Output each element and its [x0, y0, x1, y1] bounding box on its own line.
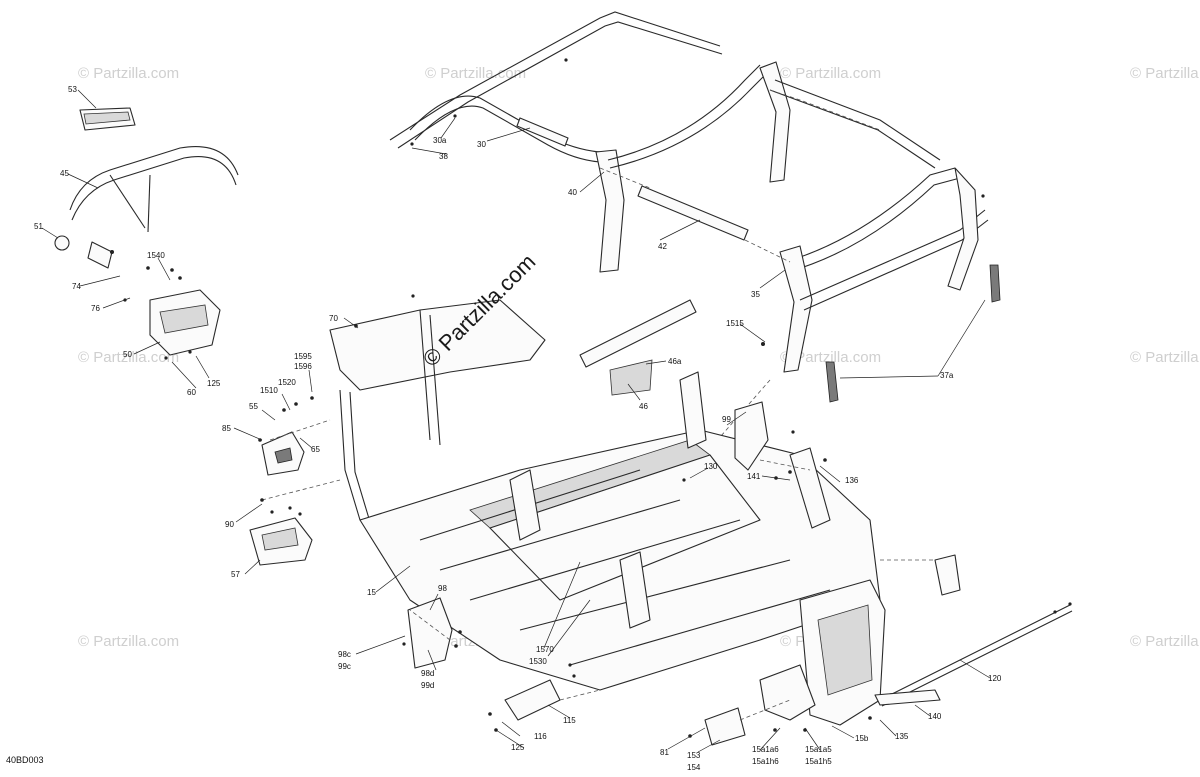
- callout-label: 99c: [338, 662, 351, 671]
- watermark-tile: © Partzilla.com: [78, 65, 179, 82]
- callout-label: 85: [222, 424, 231, 433]
- callout-label: 45: [60, 169, 69, 178]
- callout-labels: 53 45 51 1540 74 76 50 60 125 30a 38 30 …: [34, 85, 1002, 772]
- callout-label: 50: [123, 350, 132, 359]
- callout-label: 46: [639, 402, 648, 411]
- watermark-tile: © Partzilla.com: [425, 65, 526, 82]
- callout-label: 1570: [536, 645, 554, 654]
- callout-label: 1540: [147, 251, 165, 260]
- watermark-tile: © Partzilla.com: [1130, 633, 1200, 650]
- callout-label: 141: [747, 472, 761, 481]
- callout-label: 1596: [294, 362, 312, 371]
- callout-label: 65: [311, 445, 320, 454]
- callout-label: 98d: [421, 669, 434, 678]
- callout-label: 125: [207, 379, 221, 388]
- callout-label: 98c: [338, 650, 351, 659]
- callout-label: 76: [91, 304, 100, 313]
- diagram-code: 40BD003: [6, 755, 44, 765]
- callout-label: 1520: [278, 378, 296, 387]
- watermark-tile: © Partzilla.com: [78, 633, 179, 650]
- callout-label: 57: [231, 570, 240, 579]
- callout-label: 99d: [421, 681, 434, 690]
- engine-mount-57: [249, 517, 313, 566]
- callout-label: 15: [367, 588, 376, 597]
- callout-label: 60: [187, 388, 196, 397]
- callout-label: 15a1a5: [805, 745, 832, 754]
- callout-label: 53: [68, 85, 77, 94]
- callout-label: 37a: [940, 371, 954, 380]
- callout-label: 136: [845, 476, 859, 485]
- callout-label: 125: [511, 743, 525, 752]
- callout-label: 1530: [529, 657, 547, 666]
- callout-label: 140: [928, 712, 942, 721]
- fasteners: [110, 58, 1072, 738]
- callout-label: 40: [568, 188, 577, 197]
- callout-label: 70: [329, 314, 338, 323]
- callout-label: 135: [895, 732, 909, 741]
- front-bumper-assembly: [54, 107, 239, 269]
- callout-label: 15a1h5: [805, 757, 832, 766]
- callout-label: 116: [534, 732, 547, 741]
- callout-label: 74: [72, 282, 81, 291]
- callout-label: 90: [225, 520, 234, 529]
- watermark-tile: © Partzilla.com: [780, 349, 881, 366]
- front-bracket-50: [149, 289, 221, 356]
- watermark-tile: © Partzilla.com: [1130, 349, 1200, 366]
- callout-label: 42: [658, 242, 667, 251]
- callout-label: 30a: [433, 136, 447, 145]
- callout-label: 1595: [294, 352, 312, 361]
- callout-label: 99: [722, 415, 731, 424]
- watermark-tile: © Partzilla.com: [1130, 65, 1200, 82]
- callout-label: 130: [704, 462, 718, 471]
- callout-label: 15a1a6: [752, 745, 779, 754]
- callout-label: 38: [439, 152, 448, 161]
- callout-label: 115: [563, 716, 576, 725]
- callout-label: 51: [34, 222, 43, 231]
- main-frame: [261, 299, 1073, 746]
- engine-mount-55: [261, 431, 305, 476]
- callout-label: 35: [751, 290, 760, 299]
- callout-label: 81: [660, 748, 669, 757]
- callout-label: 120: [988, 674, 1002, 683]
- leader-lines: [41, 89, 991, 753]
- callout-label: 15b: [855, 734, 869, 743]
- callout-label: 1510: [260, 386, 278, 395]
- callout-label: 15a1h6: [752, 757, 779, 766]
- callout-label: 1515: [726, 319, 744, 328]
- roll-cage: [389, 11, 1001, 516]
- watermark-tile: © Partzilla.com: [780, 65, 881, 82]
- callout-label: 30: [477, 140, 486, 149]
- callout-label: 153: [687, 751, 701, 760]
- callout-label: 55: [249, 402, 258, 411]
- callout-label: 46a: [668, 357, 682, 366]
- callout-label: 98: [438, 584, 447, 593]
- watermark-tile: © Partzilla.com: [78, 349, 179, 366]
- callout-label: 154: [687, 763, 701, 772]
